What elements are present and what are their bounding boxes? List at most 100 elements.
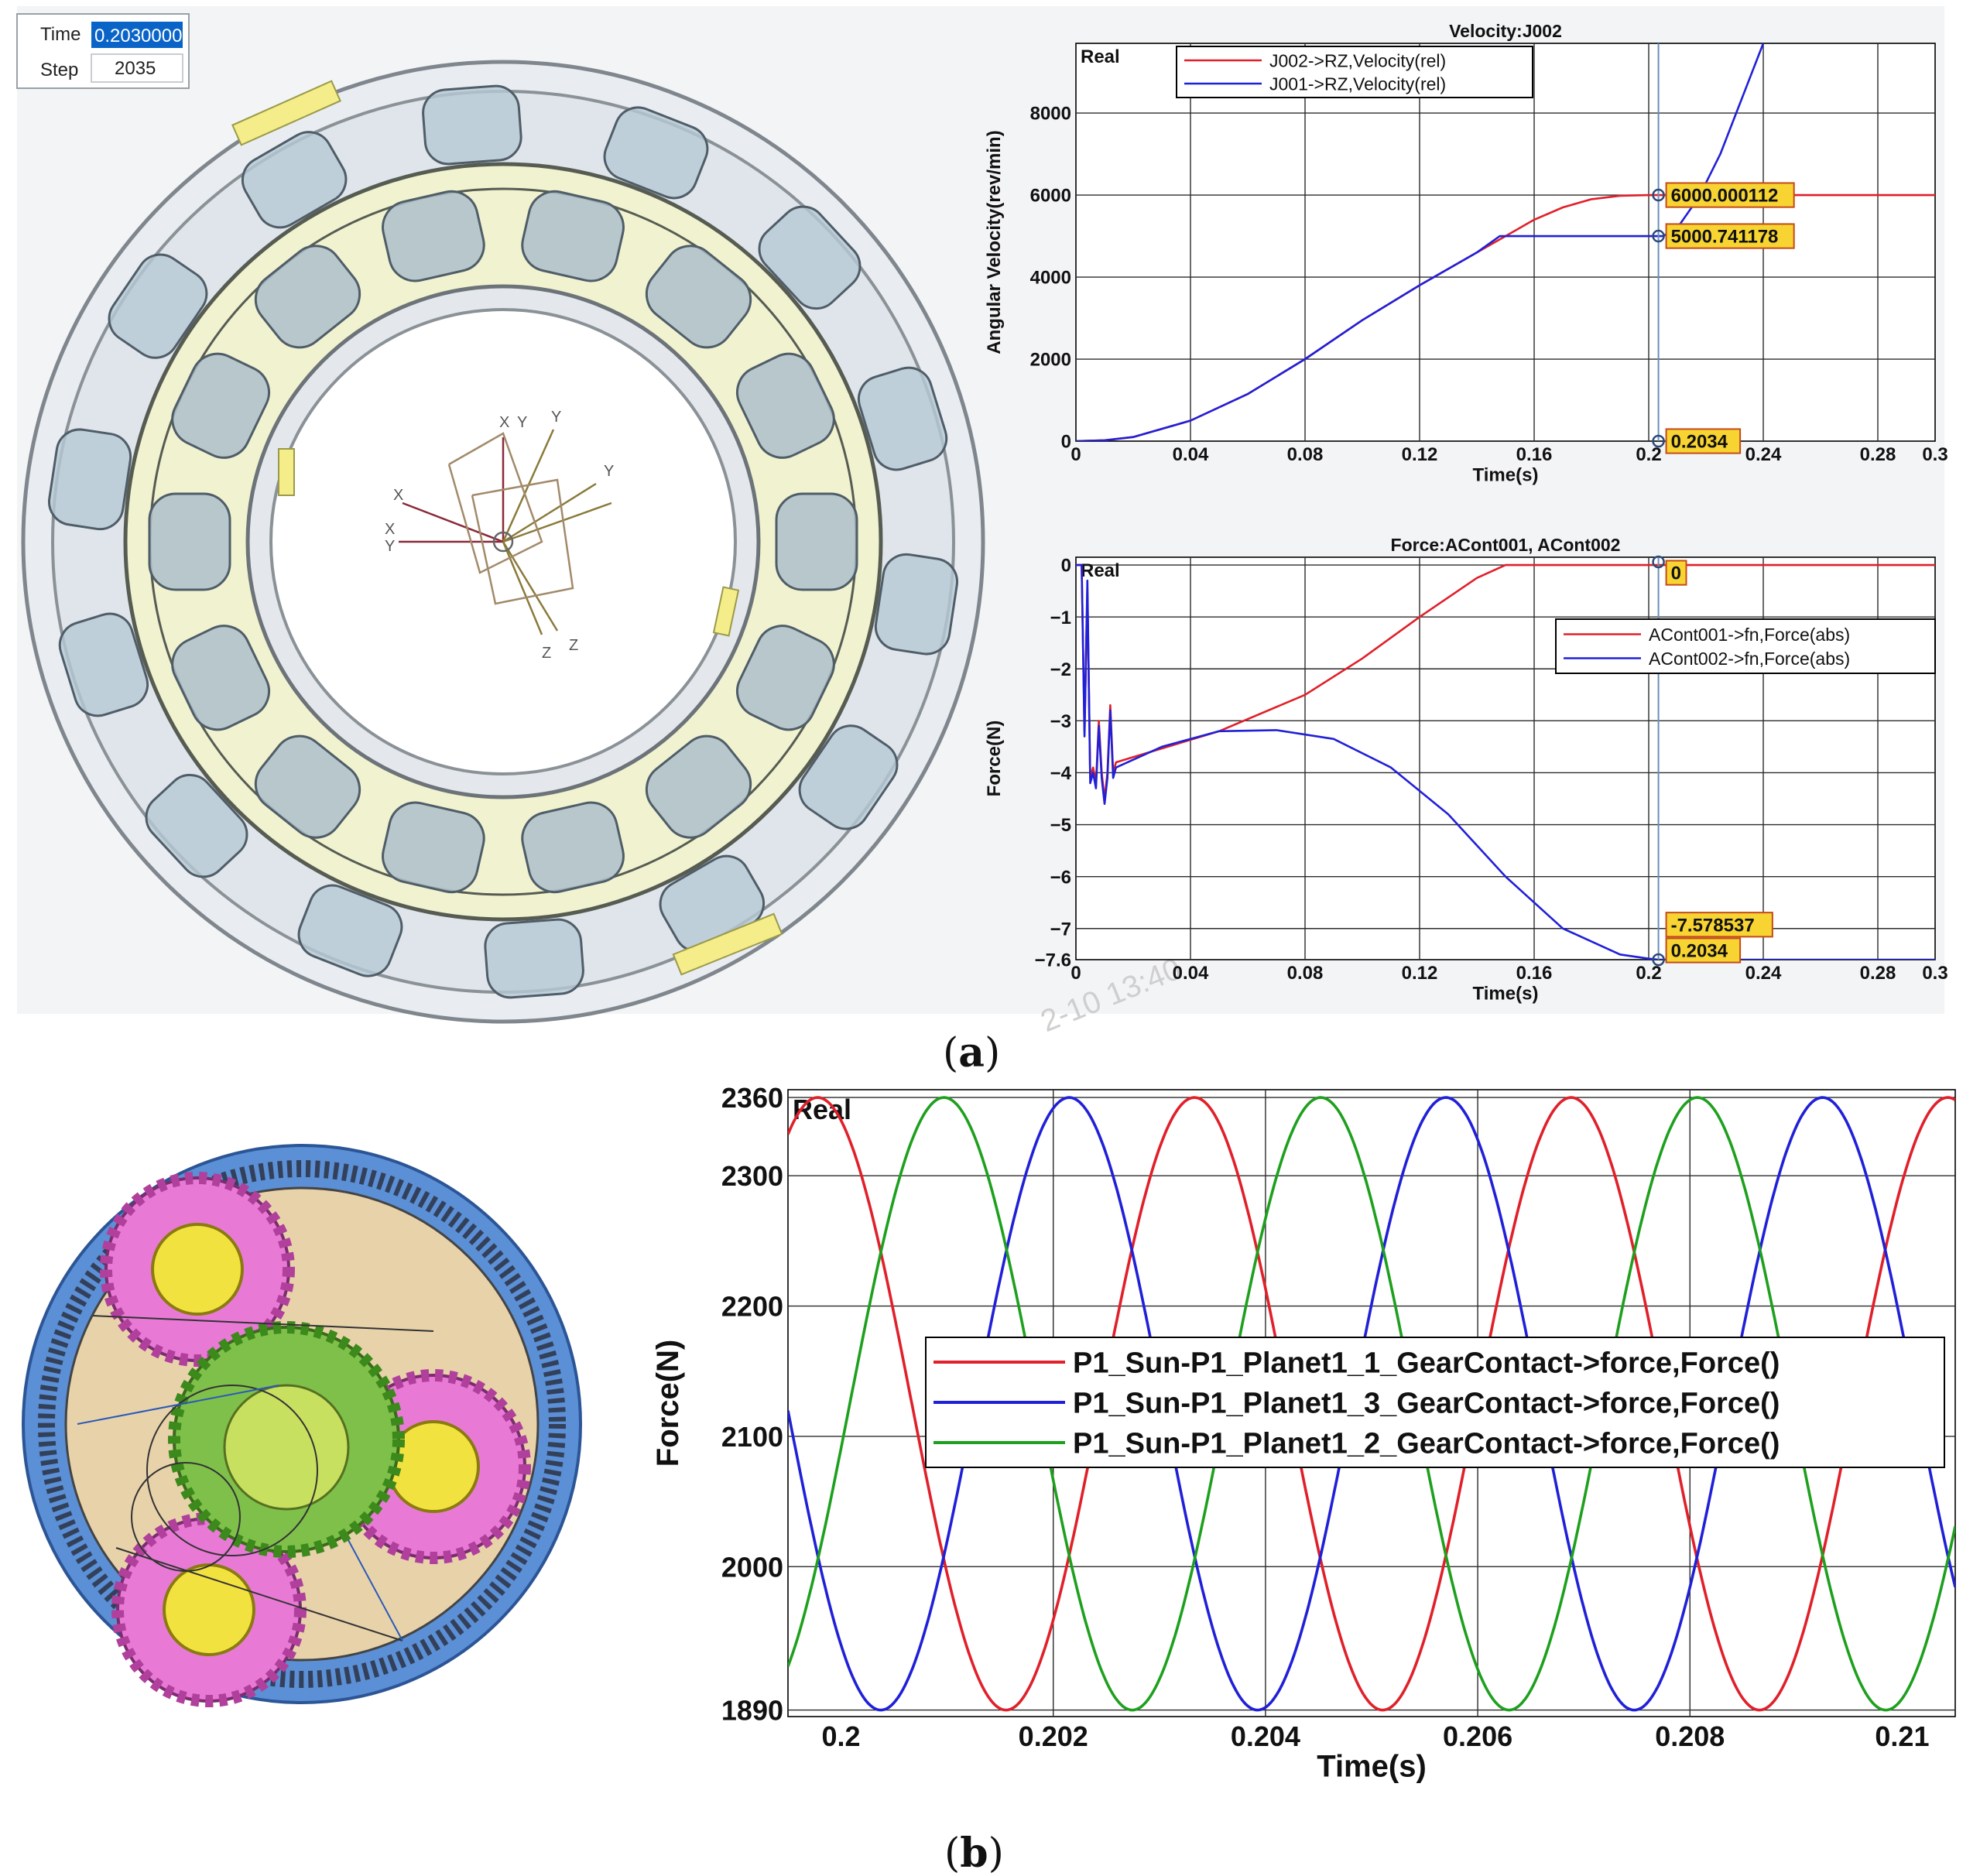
cursor-annotation-box: [1665, 428, 1742, 454]
planetary-gearbox-illustration: [22, 1144, 582, 1707]
y-axis-label: Angular Velocity(rev/min): [984, 130, 1005, 354]
svg-text:X: X: [385, 521, 395, 538]
real-label: Real: [1081, 560, 1120, 581]
chart-title: Velocity:J002: [1449, 21, 1562, 41]
legend-entry: J002->RZ,Velocity(rel): [1269, 50, 1446, 70]
x-tick-label: 0.04: [1173, 963, 1209, 984]
svg-text:Y: Y: [551, 409, 561, 426]
inner-roller: [645, 245, 752, 349]
x-tick-label: 0.24: [1745, 444, 1782, 465]
outer-roller: [874, 553, 959, 656]
cursor-marker: [1652, 434, 1665, 448]
x-tick-label: 0.16: [1516, 444, 1553, 465]
cursor-annotation: 5000.741178: [1671, 227, 1779, 248]
x-tick-label: 0.28: [1860, 963, 1896, 984]
x-tick-label: 0.04: [1173, 444, 1209, 465]
svg-text:Z: Z: [542, 645, 551, 662]
legend-entry: P1_Sun-P1_Planet1_2_GearContact->force,F…: [1073, 1428, 1780, 1460]
outer-roller: [857, 366, 948, 471]
x-tick-label: 0.12: [1402, 963, 1438, 984]
yellow-marker: [712, 586, 740, 637]
inner-roller: [148, 492, 231, 591]
y-tick-label: 4000: [1030, 268, 1071, 289]
cursor-annotation: 0.2034: [1671, 432, 1728, 453]
legend-entry: P1_Sun-P1_Planet1_1_GearContact->force,F…: [1073, 1347, 1780, 1380]
outer-roller: [798, 724, 899, 830]
y-axis-label: Force(N): [984, 721, 1005, 797]
series-line: [1076, 43, 1765, 441]
outer-roller: [484, 918, 584, 999]
outer-roller-set: [47, 84, 959, 999]
x-tick-label: 0.28: [1860, 444, 1896, 465]
planet-gear: [100, 1172, 295, 1367]
inner-roller: [254, 734, 361, 839]
x-tick-label: 0.208: [1655, 1720, 1725, 1752]
x-tick-label: 0.206: [1443, 1720, 1512, 1752]
x-tick-label: 0.204: [1231, 1720, 1300, 1752]
inner-roller: [382, 190, 485, 282]
x-tick-label: 0.12: [1402, 444, 1438, 465]
svg-text:Y: Y: [604, 463, 614, 480]
x-tick-label: 0.3: [1922, 444, 1947, 465]
cursor-annotation-box: [1665, 560, 1687, 586]
cursor-annotation-box: [1665, 912, 1773, 938]
cursor-annotation: 6000.000112: [1671, 186, 1779, 207]
outer-roller: [47, 428, 132, 531]
svg-text:Y: Y: [517, 414, 527, 431]
step-field[interactable]: [91, 53, 183, 83]
outer-roller: [297, 884, 403, 977]
legend-entry: ACont002->fn,Force(abs): [1649, 649, 1850, 669]
outer-roller: [145, 773, 248, 878]
y-tick-label: −4: [1050, 763, 1072, 784]
y-tick-label: 2200: [721, 1291, 783, 1323]
time-label: Time: [40, 24, 81, 45]
series-line: [788, 1096, 1955, 1712]
step-value: 2035: [115, 58, 156, 79]
y-tick-label: 8000: [1030, 104, 1071, 125]
yellow-marker: [231, 80, 341, 146]
sun-gear: [168, 1321, 405, 1558]
ring-gear-teeth: [38, 1160, 566, 1688]
real-label: Real: [1081, 46, 1120, 67]
y-tick-label: 2300: [721, 1160, 783, 1192]
time-value: 0.2030000: [94, 26, 182, 46]
x-tick-label: 0.24: [1745, 963, 1782, 984]
cursor-annotation: 0.2034: [1671, 941, 1728, 962]
time-field[interactable]: [91, 22, 183, 48]
inner-roller: [736, 352, 835, 459]
series-line: [788, 1096, 1955, 1712]
x-tick-label: 0.16: [1516, 963, 1553, 984]
sim-time-widget: Time 0.2030000 Step 2035: [16, 13, 190, 89]
y-tick-label: 1890: [721, 1695, 783, 1727]
y-tick-label: −6: [1050, 867, 1071, 888]
grid-lines: [1076, 43, 1935, 441]
x-tick-label: 0.2: [822, 1720, 861, 1752]
cursor-annotation: 0: [1671, 563, 1681, 584]
x-tick-label: 0: [1071, 963, 1081, 984]
caption-b: (b): [944, 1830, 1004, 1876]
cursor-marker: [1652, 555, 1665, 569]
x-tick-label: 0.08: [1287, 444, 1324, 465]
x-tick-label: 0.08: [1287, 963, 1324, 984]
outer-roller: [241, 131, 348, 229]
y-axis-label: Force(N): [651, 1340, 685, 1467]
carrier-wireframe: [77, 1315, 434, 1642]
bearing-illustration: X Y X Y X Y Y Z Z: [21, 60, 985, 1024]
inner-roller-set: [148, 190, 858, 894]
y-tick-label: 2360: [721, 1082, 783, 1114]
x-tick-label: 0.202: [1019, 1720, 1088, 1752]
legend-box: [1176, 46, 1533, 98]
planet-shaft: [151, 1223, 244, 1316]
plot-area: [1075, 556, 1936, 960]
outer-roller: [58, 612, 149, 717]
outer-roller: [758, 205, 862, 310]
x-axis-label: Time(s): [1473, 465, 1539, 486]
x-tick-label: 0.3: [1922, 963, 1947, 984]
coordinate-triad: [399, 429, 612, 635]
y-tick-label: −3: [1050, 711, 1071, 732]
y-tick-label: 0: [1061, 432, 1071, 453]
